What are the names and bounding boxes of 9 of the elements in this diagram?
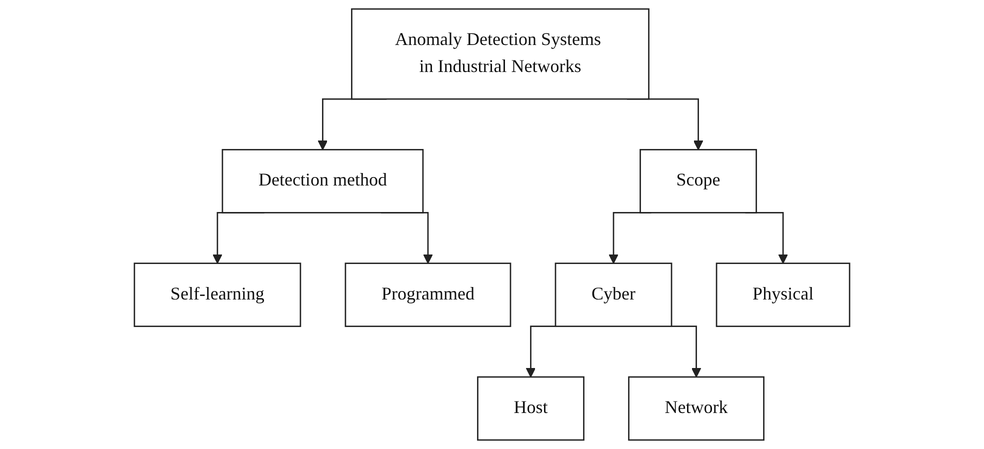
node-box: Physical — [716, 262, 850, 328]
node-box: Anomaly Detection Systems in Industrial Networks — [351, 8, 650, 100]
node-box: Scope — [640, 148, 757, 214]
node-box: Programmed — [344, 262, 512, 328]
node-box: Host — [477, 376, 584, 441]
node-box: Self-learning — [134, 262, 302, 328]
node-box: Cyber — [554, 262, 672, 328]
node-box: Network — [628, 376, 764, 441]
node-box: Detection method — [222, 148, 424, 214]
